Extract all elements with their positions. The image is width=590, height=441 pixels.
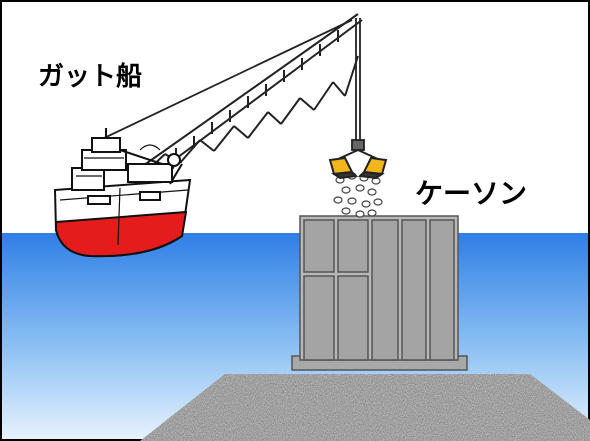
gut-boat	[53, 128, 192, 258]
crane-boom	[99, 13, 363, 179]
crane-hoist-line	[351, 18, 365, 151]
gut-boat-label: ガット船	[38, 62, 143, 92]
rubble-mound	[140, 374, 590, 441]
caisson-label: ケーソン	[415, 177, 528, 210]
caisson	[291, 215, 468, 371]
falling-stones	[333, 172, 383, 218]
grab-bucket	[328, 149, 388, 180]
